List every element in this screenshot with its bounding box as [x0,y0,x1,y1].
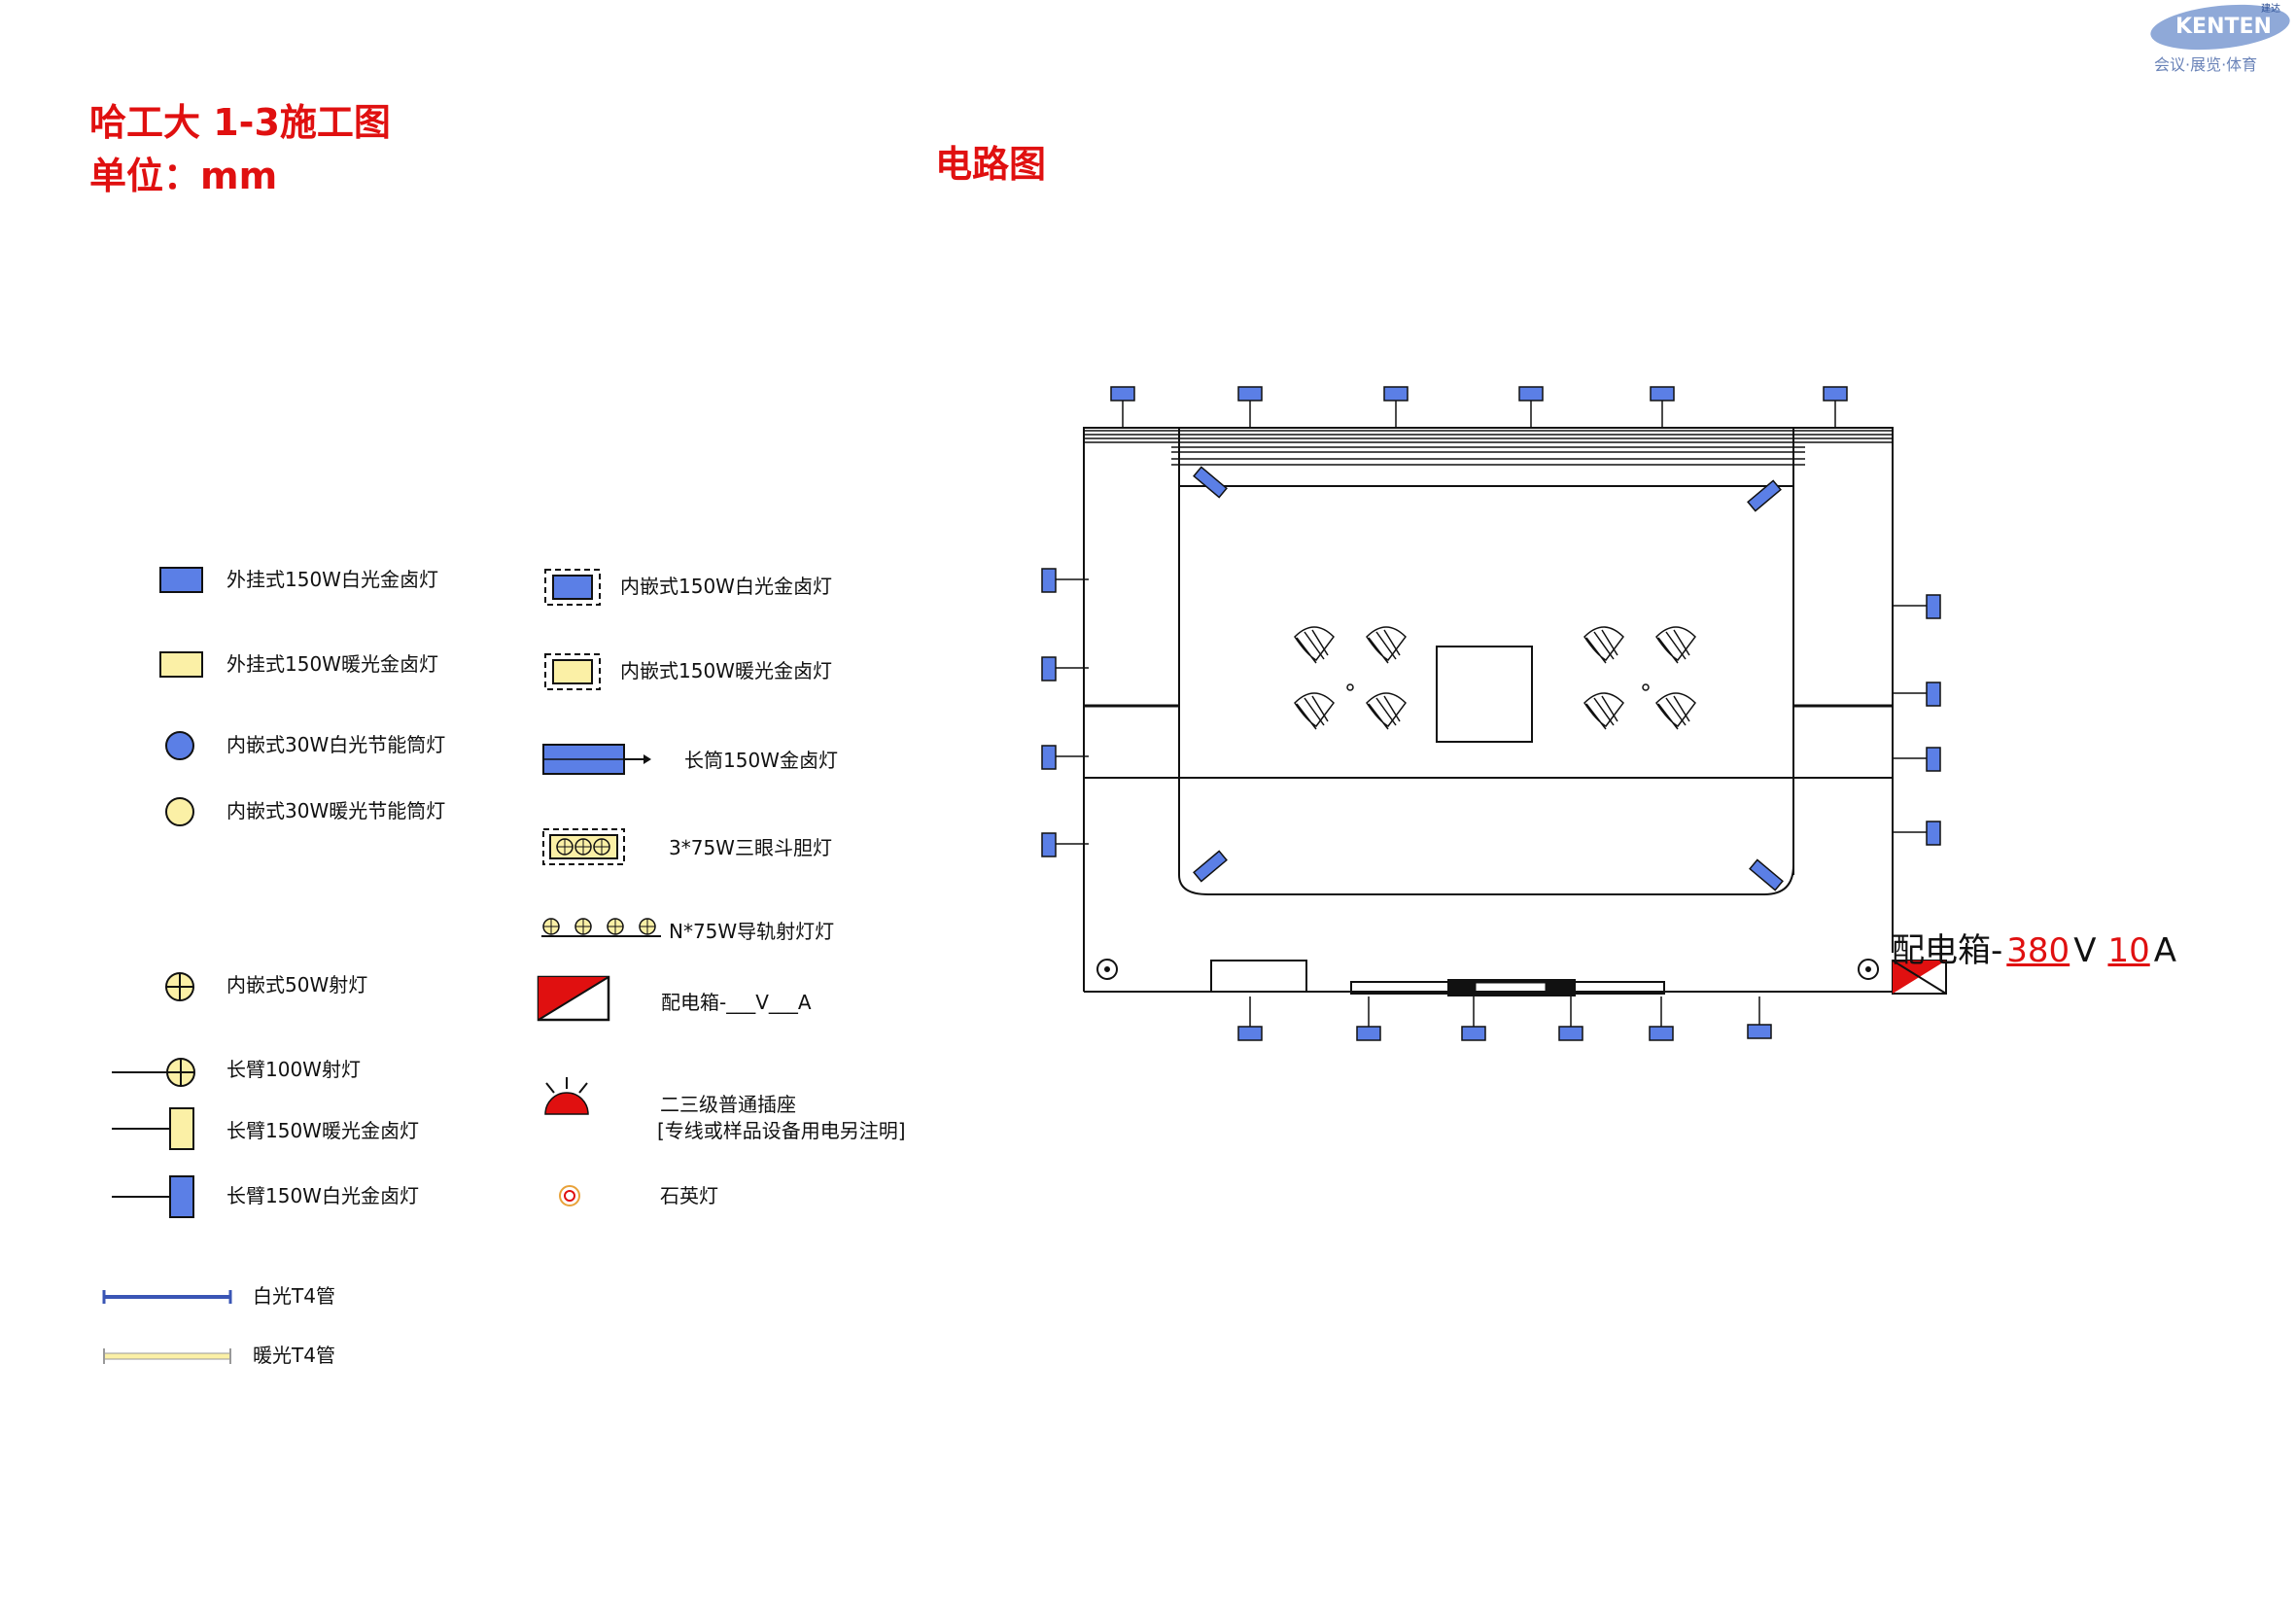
wall-light-icon [1110,386,1135,402]
corner-column-icon [1858,959,1879,980]
plan-distribution-box-icon [1892,960,1947,995]
inner-room-curve [1178,671,1794,895]
panel-voltage-unit: V [2073,931,2097,970]
right-lights [1893,594,1941,846]
wall-light-icon [1356,1026,1381,1041]
long-arm-150w-warm-halogen-icon [112,1107,194,1150]
bottom-lights [1237,996,1772,1041]
long-arm-150w-white-halogen-icon [112,1175,194,1218]
angled-light-icon [1747,479,1782,512]
long-tube-150w-halogen-icon [542,744,651,775]
wall-light-icon [1237,1026,1263,1041]
legend-label: 内嵌式30W暖光节能筒灯 [226,799,446,822]
legend-label: 长臂150W暖光金卤灯 [226,1119,419,1142]
legend-label: 外挂式150W暖光金卤灯 [226,652,438,676]
booth-outline [1083,427,1894,779]
corner-column-icon [1096,959,1118,980]
legend-label: 白光T4管 [253,1284,335,1308]
wall-light-icon [1823,386,1848,402]
warm-t4-tube-icon [103,1348,231,1364]
wall-light-icon [1650,386,1675,402]
unit-label: 单位：mm [89,155,278,197]
legend-label: 暖光T4管 [253,1344,335,1367]
distribution-box-icon [537,975,610,1022]
left-lights [1041,568,1089,857]
socket-icon [544,1077,589,1115]
wall-light-icon [1041,568,1057,593]
legend-label: 内嵌式50W射灯 [226,973,368,996]
chair-group-right [1583,626,1696,730]
top-header-band [1084,430,1893,466]
cabinet [1210,960,1307,993]
track-75w-spotlight-icon [541,918,661,937]
drawing-title: 电路图 [935,143,1047,186]
wall-light-icon [1041,745,1057,770]
legend-label: 配电箱-___V___A [661,991,812,1014]
wall-light-icon [1926,682,1941,707]
triple-75w-grille-lamp-icon [542,828,625,865]
project-title: 哈工大 1-3施工图 [89,101,391,144]
panel-prefix: 配电箱- [1892,931,2003,970]
legend-label: 长臂100W射灯 [226,1058,361,1081]
wall-light-icon [1041,656,1057,682]
surface-150w-white-halogen-icon [159,567,203,593]
angled-light-icon [1193,466,1228,499]
legend-label: 内嵌式30W白光节能筒灯 [226,733,446,756]
logo-ellipse-icon [2150,4,2290,51]
long-arm-100w-spotlight-icon [112,1058,195,1087]
panel-voltage: 380 [2006,931,2070,970]
recessed-150w-warm-halogen-icon [544,653,601,690]
surface-150w-warm-halogen-icon [159,651,203,678]
angled-light-icon [1193,850,1228,883]
wall-light-icon [1237,386,1263,402]
inner-room [1178,428,1794,875]
angled-light-icon [1749,858,1784,891]
wall-light-icon [1461,1026,1486,1041]
top-lights [1110,386,1848,428]
legend-label: N*75W导轨射灯灯 [669,920,835,943]
legend-label: 内嵌式150W暖光金卤灯 [620,659,832,682]
chair-group-left [1294,626,1407,730]
legend-label: 外挂式150W白光金卤灯 [226,568,438,591]
legend [102,567,661,1364]
legend-label: 石英灯 [660,1184,718,1207]
panel-current-unit: A [2153,931,2176,970]
wall-light-icon [1926,594,1941,619]
wall-light-icon [1518,386,1544,402]
wall-light-icon [1383,386,1409,402]
legend-label: 二三级普通插座 [660,1093,796,1116]
legend-label: 长筒150W金卤灯 [684,749,838,772]
legend-label: 3*75W三眼斗胆灯 [669,836,832,859]
wall-light-icon [1926,747,1941,772]
wall-light-icon [1558,1026,1583,1041]
center-table [1436,646,1533,743]
logo-small-mark: 建达 [2261,2,2280,15]
quartz-lamp-icon [559,1185,580,1206]
recessed-30w-white-downlight-icon [165,731,194,760]
angled-lights [1193,466,1784,891]
recessed-50w-spotlight-icon [165,972,194,1001]
floor-plan [1041,386,1947,1041]
recessed-30w-warm-downlight-icon [165,797,194,826]
wall-light-icon [1747,1024,1772,1039]
logo-tagline: 会议·展览·体育 [2154,55,2257,74]
wall-light-icon [1649,1026,1674,1041]
legend-label: 长臂150W白光金卤灯 [226,1184,419,1207]
logo-brand: KENTEN [2175,15,2272,39]
panel-current: 10 [2107,931,2150,970]
white-t4-tube-icon [102,1290,232,1304]
wall-light-icon [1041,832,1057,857]
wall-light-icon [1926,821,1941,846]
legend-label: [专线或样品设备用电另注明] [657,1119,906,1142]
legend-label: 内嵌式150W白光金卤灯 [620,575,832,598]
kenten-logo: 建达 KENTEN 会议·展览·体育 [2150,2,2290,74]
recessed-150w-white-halogen-icon [544,569,601,606]
